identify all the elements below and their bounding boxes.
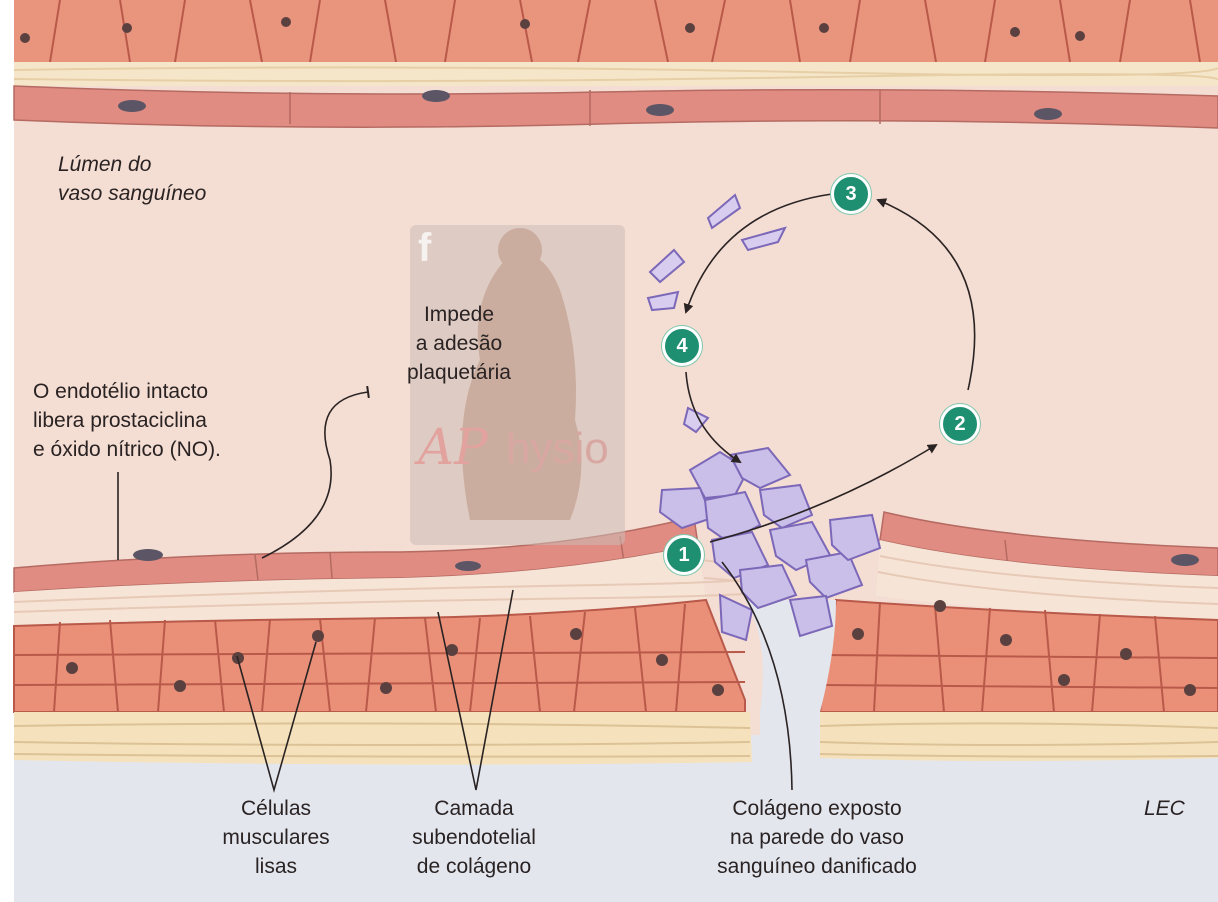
- exposed-collagen-label: Colágeno exposto na parede do vaso sangu…: [692, 794, 942, 881]
- outer-collagen-layer: [14, 712, 1218, 765]
- lec-label: LEC: [1144, 794, 1185, 823]
- smooth-muscle-label: Células musculares lisas: [196, 794, 356, 881]
- step-2-badge: 2: [940, 404, 980, 444]
- endothelium-label: O endotélio intacto libera prostaciclina…: [33, 377, 221, 464]
- step-3-badge: 3: [831, 174, 871, 214]
- lumen-label: Lúmen do vaso sanguíneo: [58, 150, 206, 208]
- watermark-brand-hysio: hysio: [506, 424, 609, 474]
- subendothelial-collagen-label: Camada subendotelial de colágeno: [384, 794, 564, 881]
- step-4-badge: 4: [662, 326, 702, 366]
- step-1-badge: 1: [664, 535, 704, 575]
- watermark-brand-ap: AP: [418, 418, 488, 476]
- impede-adhesion-label: Impede a adesão plaquetária: [384, 300, 534, 387]
- top-vessel-wall: [14, 0, 1218, 128]
- facebook-icon: f: [418, 226, 431, 271]
